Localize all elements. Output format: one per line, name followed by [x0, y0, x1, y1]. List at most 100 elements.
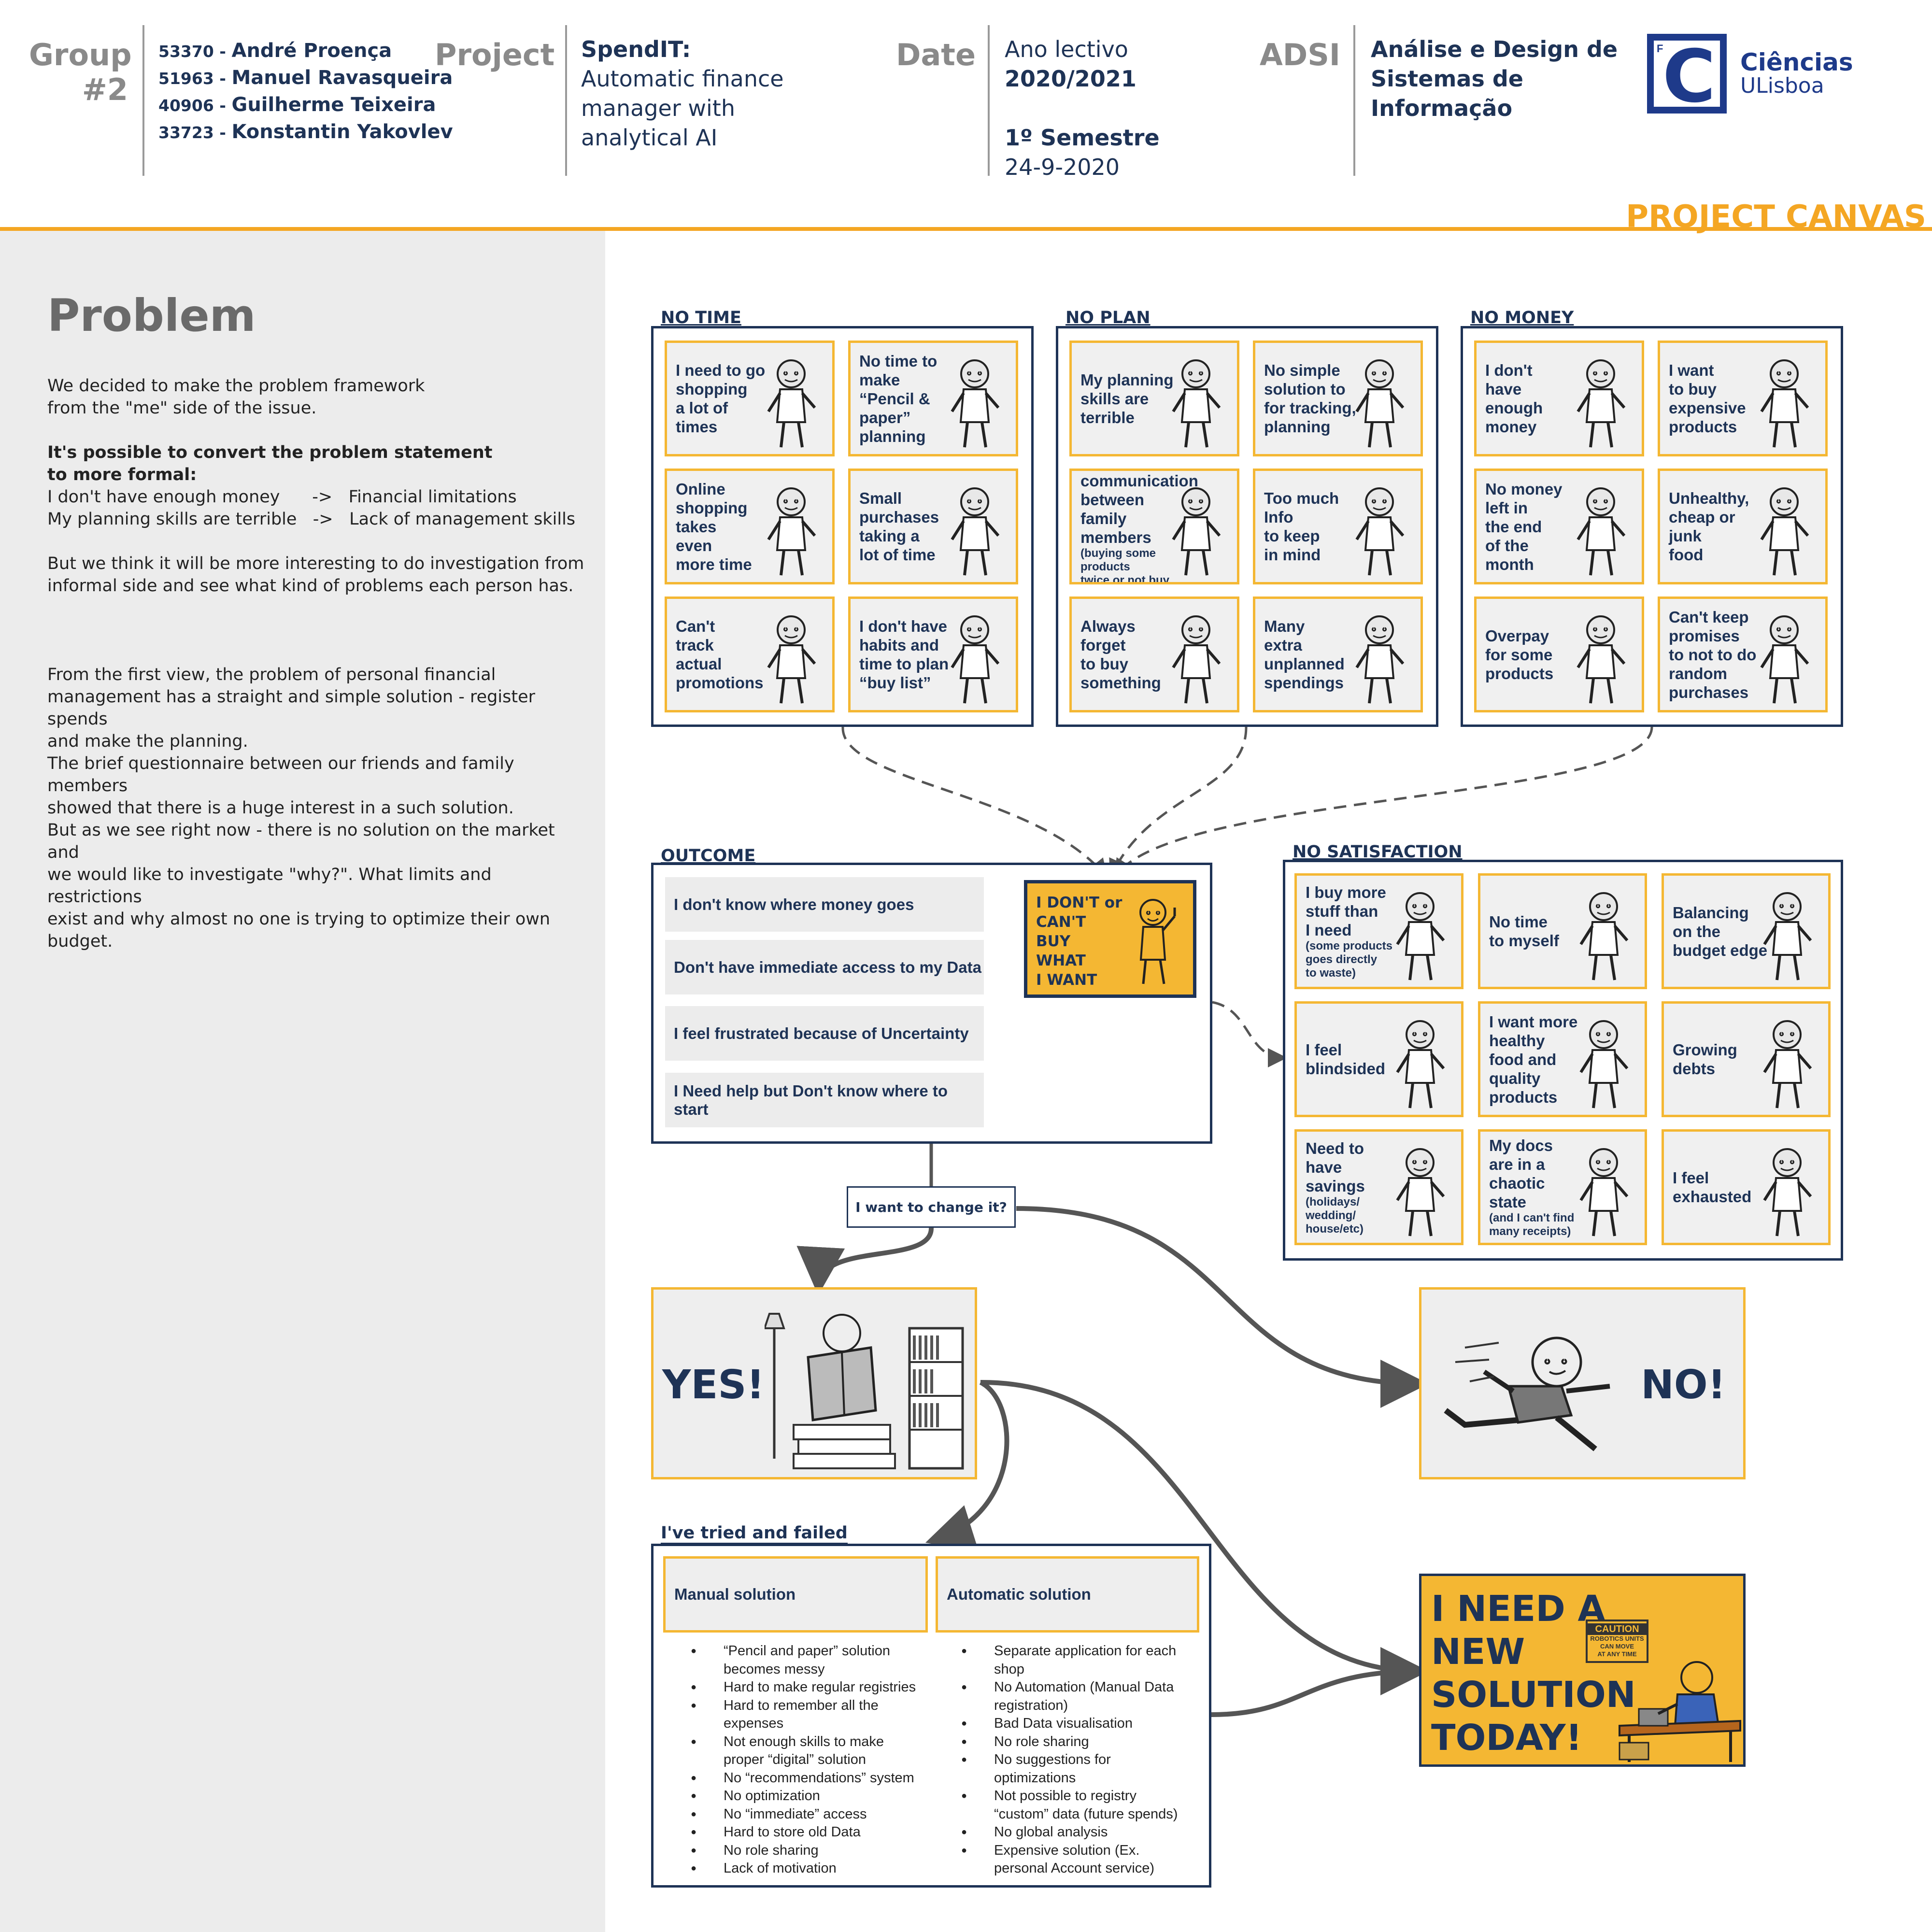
- project-label: Project: [435, 37, 555, 72]
- card-line: healthy: [1489, 1031, 1545, 1050]
- dizzy-figure-icon: [1579, 1148, 1629, 1236]
- card-line: enough: [1485, 399, 1543, 417]
- card-note: (holidays/: [1306, 1195, 1360, 1208]
- card-line: money: [1485, 418, 1537, 436]
- logo-text-2: ULisboa: [1740, 73, 1824, 98]
- cant-buy-label: I DON'T or CAN'T BUY WHAT I WANT: [1036, 893, 1122, 990]
- clock-figure-icon: [951, 487, 1000, 576]
- card-note: (buying some products: [1080, 546, 1156, 573]
- para-line: But as we see right now - there is no so…: [47, 821, 555, 862]
- date-semester: 1º Semestre: [1005, 125, 1160, 151]
- balloon-figure-icon: [1355, 615, 1405, 704]
- card-line: food: [1669, 546, 1704, 564]
- header-divider: [988, 25, 990, 176]
- no-card: NO!: [1419, 1287, 1746, 1479]
- card-line: to myself: [1489, 932, 1559, 950]
- running-away-figure-icon: [1444, 1336, 1610, 1451]
- change-question: I want to change it?: [847, 1186, 1016, 1228]
- header-divider: [565, 25, 567, 176]
- para-line: My planning skills are terrible -> Lack …: [47, 510, 576, 529]
- card-note: goes directly: [1306, 952, 1378, 966]
- dashed-connector: [841, 726, 1108, 879]
- card-line: savings: [1306, 1177, 1365, 1195]
- need-new-solution-card: I NEED A NEW SOLUTION TODAY! CAUTION ROB…: [1419, 1574, 1746, 1767]
- card-line: chaotic: [1489, 1174, 1545, 1192]
- exhausted-figure-icon: [1763, 1148, 1812, 1236]
- member-row: 53370 - André Proença: [158, 40, 392, 62]
- no-satisfaction-title: NO SATISFACTION: [1293, 842, 1463, 862]
- card-line: lot of time: [859, 546, 936, 564]
- card-line: No time: [1489, 913, 1548, 931]
- problem-paragraph: But as we see right now - there is no so…: [47, 819, 588, 952]
- date-ano: Ano lectivo: [1005, 36, 1128, 62]
- card-note: (and I can't find: [1489, 1211, 1575, 1224]
- group-title-no-plan: NO PLAN: [1065, 308, 1151, 327]
- failure-line: registration): [994, 1697, 1068, 1713]
- course-line: Informação: [1371, 95, 1513, 121]
- failure-item: Hard to store old Data: [691, 1823, 932, 1842]
- card-line: to keep: [1264, 527, 1320, 545]
- failure-item: Bad Data visualisation: [961, 1715, 1203, 1733]
- confused-figure-icon: [1355, 487, 1405, 576]
- card-line: Growing: [1673, 1041, 1737, 1059]
- para-line: We decided to make the problem framework: [47, 376, 425, 396]
- member-row: 33723 - Konstantin Yakovlev: [158, 121, 453, 143]
- card-line: Need to: [1306, 1139, 1364, 1157]
- failure-line: Hard to make regular registries: [724, 1679, 916, 1695]
- card-line: left in: [1485, 498, 1528, 517]
- card-line: stuff than: [1306, 902, 1378, 920]
- automatic-solution-list: Separate application for eachshopNo Auto…: [961, 1642, 1203, 1878]
- card-line: I feel: [1673, 1169, 1709, 1187]
- member-row: 40906 - Guilherme Teixeira: [158, 94, 436, 116]
- problem-card: Bad communicationbetweenfamilymembers(bu…: [1069, 469, 1239, 584]
- cant-line: I WANT: [1036, 971, 1097, 989]
- group-title-no-money: NO MONEY: [1470, 308, 1574, 327]
- failure-line: No optimization: [724, 1788, 820, 1804]
- card-line: No simple: [1264, 361, 1340, 379]
- card-line: to buy: [1080, 655, 1128, 673]
- card-line: debts: [1673, 1060, 1716, 1078]
- failure-item: No global analysis: [961, 1823, 1203, 1842]
- card-line: make: [859, 370, 900, 389]
- card-line: actual: [676, 655, 722, 673]
- card-line: even: [676, 536, 712, 554]
- card-line: terrible: [1080, 408, 1135, 426]
- card-line: I need: [1306, 921, 1352, 939]
- card-line: for some: [1485, 645, 1553, 664]
- card-note: to waste): [1306, 966, 1356, 980]
- para-line: showed that there is a huge interest in …: [47, 798, 514, 818]
- failure-line: Hard to store old Data: [724, 1824, 861, 1840]
- card-line: “Pencil &: [859, 389, 930, 408]
- failure-item: No “recommendations” system: [691, 1769, 932, 1788]
- card-line: products: [1669, 418, 1737, 436]
- card-line: I need to go: [676, 361, 766, 379]
- card-line: purchases: [859, 508, 939, 526]
- project-info: SpendIT: Automatic finance manager with …: [581, 35, 784, 153]
- cant-line: BUY: [1036, 933, 1071, 950]
- running-figure-icon: [1172, 615, 1221, 704]
- para-line: It's possible to convert the problem sta…: [47, 443, 493, 462]
- card-note: (some products: [1306, 939, 1393, 952]
- cant-buy-card: I DON'T or CAN'T BUY WHAT I WANT: [1024, 880, 1196, 998]
- group-title-no-time: NO TIME: [661, 308, 741, 327]
- project-desc: analytical AI: [581, 125, 718, 151]
- card-line: products: [1485, 664, 1554, 682]
- failure-line: optimizations: [994, 1770, 1076, 1786]
- card-line: I feel: [1306, 1041, 1342, 1059]
- date-label: Date: [896, 37, 976, 72]
